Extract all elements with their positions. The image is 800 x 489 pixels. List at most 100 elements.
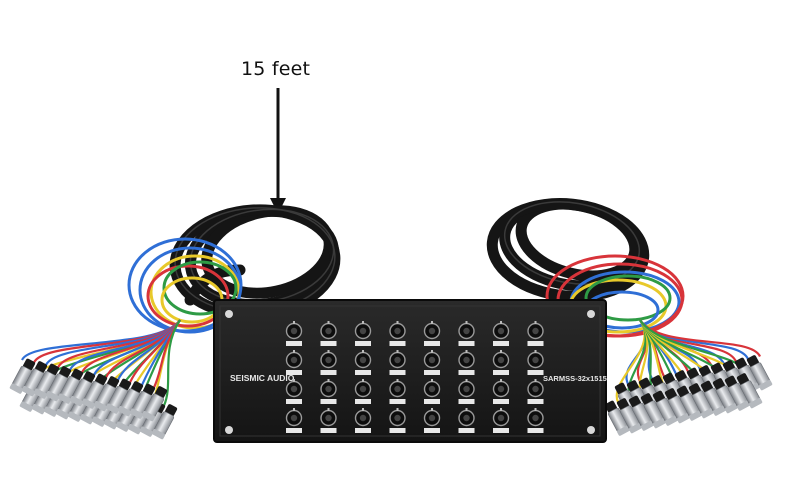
- xlr-connector: [604, 400, 631, 436]
- length-annotation: 15 feet: [241, 58, 311, 80]
- xlr-connector: [105, 378, 132, 414]
- channel-label-strip: [286, 370, 302, 375]
- brand-label: SEISMIC AUDIO: [230, 373, 295, 383]
- combo-jack: [320, 408, 337, 433]
- combo-jack: [492, 350, 510, 375]
- combo-jack: [354, 408, 372, 433]
- xlr-connector: [640, 393, 667, 429]
- channel-label-strip: [493, 370, 509, 375]
- combo-jack: [354, 379, 372, 404]
- channel-label-strip: [320, 399, 337, 404]
- combo-jack: [423, 350, 441, 375]
- combo-jack: [527, 408, 544, 433]
- channel-label-strip: [527, 370, 544, 375]
- xlr-connector: [151, 404, 178, 440]
- combo-jack: [320, 379, 337, 404]
- combo-jack: [285, 350, 303, 375]
- combo-jack: [527, 321, 544, 346]
- xlr-connector: [736, 373, 763, 409]
- xlr-connector: [652, 390, 679, 426]
- channel-label-strip: [389, 370, 406, 375]
- xlr-connector: [724, 375, 751, 411]
- channel-label-strip: [424, 399, 440, 404]
- xlr-connector: [21, 361, 48, 397]
- combo-jack: [285, 379, 303, 404]
- xlr-connector: [33, 363, 60, 399]
- xlr-connector: [616, 398, 643, 434]
- channel-label-strip: [355, 428, 371, 433]
- combo-jack: [320, 350, 337, 375]
- channel-label-strip: [458, 370, 475, 375]
- combo-jack: [492, 321, 510, 346]
- channel-label-strip: [493, 428, 509, 433]
- channel-label-strip: [458, 428, 475, 433]
- channel-label-strip: [424, 370, 440, 375]
- right-cable-coil: [486, 198, 650, 302]
- xlr-connector: [700, 380, 727, 416]
- jack-grid: [285, 321, 544, 433]
- channel-label-strip: [527, 399, 544, 404]
- xlr-connector: [93, 376, 120, 412]
- channel-label-strip: [458, 341, 475, 346]
- xlr-connector: [57, 368, 84, 404]
- combo-jack: [389, 379, 406, 404]
- xlr-connector: [746, 355, 773, 391]
- channel-label-strip: [493, 399, 509, 404]
- combo-jack: [320, 321, 337, 346]
- channel-label-strip: [355, 370, 371, 375]
- combo-jack: [527, 350, 544, 375]
- channel-label-strip: [320, 428, 337, 433]
- channel-label-strip: [355, 341, 371, 346]
- channel-label-strip: [458, 399, 475, 404]
- combo-jack: [389, 321, 406, 346]
- combo-jack: [492, 408, 510, 433]
- length-arrow: [270, 88, 286, 214]
- xlr-connector: [664, 388, 691, 424]
- combo-jack: [527, 379, 544, 404]
- channel-label-strip: [286, 341, 302, 346]
- combo-jack: [458, 321, 475, 346]
- channel-label-strip: [389, 399, 406, 404]
- channel-label-strip: [320, 341, 337, 346]
- combo-jack: [389, 408, 406, 433]
- channel-label-strip: [424, 428, 440, 433]
- combo-jack: [458, 408, 475, 433]
- left-xlr-connectors: [9, 358, 178, 440]
- combo-jack: [423, 379, 441, 404]
- channel-label-strip: [389, 428, 406, 433]
- channel-label-strip: [424, 341, 440, 346]
- combo-jack: [389, 350, 406, 375]
- xlr-connector: [9, 358, 36, 394]
- model-label: SARMSS-32x1515: [543, 374, 607, 383]
- xlr-connector: [688, 383, 715, 419]
- combo-jack: [458, 379, 475, 404]
- combo-jack: [354, 321, 372, 346]
- combo-jack: [423, 321, 441, 346]
- combo-jack: [354, 350, 372, 375]
- rack-screw: [587, 426, 595, 434]
- channel-label-strip: [286, 399, 302, 404]
- channel-label-strip: [286, 428, 302, 433]
- stage-box-panel: SEISMIC AUDIO SARMSS-32x1515: [213, 299, 607, 443]
- combo-jack: [492, 379, 510, 404]
- combo-jack: [423, 408, 441, 433]
- right-xlr-connectors: [604, 355, 773, 436]
- channel-label-strip: [320, 370, 337, 375]
- xlr-connector: [712, 378, 739, 414]
- rack-screw: [587, 310, 595, 318]
- channel-label-strip: [527, 428, 544, 433]
- combo-jack: [285, 408, 303, 433]
- xlr-connector: [141, 386, 168, 422]
- channel-label-strip: [389, 341, 406, 346]
- channel-label-strip: [355, 399, 371, 404]
- channel-label-strip: [527, 341, 544, 346]
- left-wire-loom: [127, 237, 243, 334]
- rack-screw: [225, 426, 233, 434]
- channel-label-strip: [493, 341, 509, 346]
- xlr-connector: [117, 381, 144, 417]
- xlr-connector: [69, 371, 96, 407]
- combo-jack: [458, 350, 475, 375]
- combo-jack: [285, 321, 303, 346]
